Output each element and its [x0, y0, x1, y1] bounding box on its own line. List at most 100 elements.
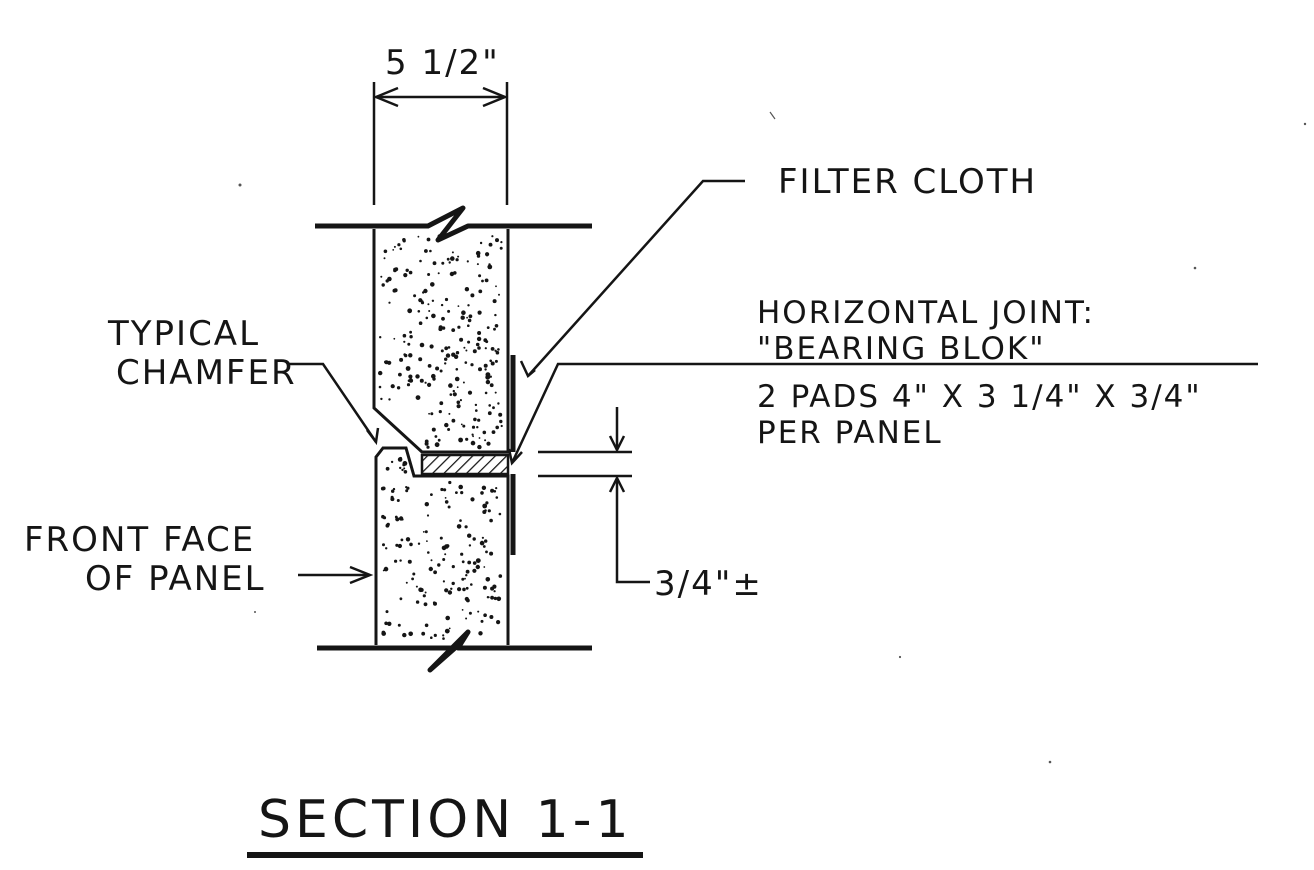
- aggregate-speck: [462, 424, 466, 428]
- aggregate-speck: [491, 235, 494, 238]
- aggregate-speck: [451, 251, 454, 254]
- aggregate-speck: [465, 574, 468, 577]
- aggregate-speck: [453, 354, 459, 359]
- aggregate-speck: [426, 514, 430, 517]
- aggregate-speck: [393, 245, 396, 248]
- aggregate-speck: [494, 391, 497, 394]
- aggregate-speck: [426, 540, 428, 542]
- aggregate-speck: [477, 418, 481, 422]
- aggregate-speck: [495, 425, 500, 430]
- aggregate-speck: [382, 569, 385, 572]
- aggregate-speck: [493, 596, 498, 601]
- aggregate-speck: [407, 559, 412, 564]
- aggregate-speck: [385, 610, 389, 614]
- aggregate-speck: [391, 489, 395, 493]
- aggregate-speck: [402, 333, 407, 338]
- aggregate-speck: [476, 426, 479, 429]
- aggregate-speck: [409, 330, 412, 334]
- aggregate-speck: [428, 412, 430, 415]
- horizontal-joint-leader: [507, 362, 1258, 466]
- aggregate-speck: [444, 357, 448, 361]
- aggregate-speck: [451, 565, 455, 569]
- aggregate-speck: [495, 285, 497, 288]
- aggregate-speck: [449, 393, 453, 396]
- aggregate-speck: [430, 282, 435, 287]
- aggregate-speck: [444, 497, 447, 499]
- aggregate-speck: [491, 430, 496, 434]
- aggregate-speck: [442, 637, 445, 640]
- aggregate-speck: [403, 470, 408, 474]
- aggregate-speck: [387, 621, 392, 626]
- aggregate-speck: [457, 255, 460, 258]
- aggregate-speck: [489, 551, 494, 556]
- aggregate-speck: [499, 419, 503, 424]
- aggregate-speck: [490, 361, 495, 366]
- aggregate-speck: [444, 346, 449, 351]
- aggregate-speck: [412, 572, 416, 576]
- aggregate-speck: [484, 391, 488, 395]
- aggregate-speck: [397, 243, 401, 247]
- aggregate-speck: [488, 242, 493, 247]
- aggregate-speck: [390, 460, 394, 464]
- aggregate-speck: [465, 349, 468, 352]
- aggregate-speck: [473, 417, 477, 422]
- aggregate-speck: [398, 372, 402, 377]
- aggregate-speck: [448, 480, 452, 485]
- aggregate-speck: [392, 487, 396, 491]
- aggregate-speck: [432, 377, 436, 381]
- aggregate-speck: [444, 628, 450, 634]
- aggregate-speck: [468, 544, 472, 547]
- aggregate-speck: [381, 631, 387, 636]
- aggregate-speck: [411, 577, 414, 581]
- aggregate-speck: [427, 364, 432, 368]
- aggregate-speck: [450, 256, 455, 261]
- aggregate-speck: [423, 602, 428, 607]
- aggregate-speck: [437, 272, 440, 275]
- aggregate-speck: [413, 294, 417, 298]
- aggregate-speck: [397, 457, 403, 462]
- aggregate-speck: [406, 486, 410, 490]
- aggregate-speck: [421, 631, 426, 636]
- aggregate-speck: [466, 260, 469, 263]
- filter-cloth-leader: [519, 179, 745, 379]
- aggregate-speck: [405, 489, 409, 493]
- aggregate-speck: [431, 299, 435, 302]
- aggregate-speck: [448, 383, 453, 388]
- aggregate-speck: [388, 398, 391, 401]
- aggregate-speck: [399, 559, 402, 562]
- aggregate-speck: [489, 383, 494, 388]
- aggregate-speck: [448, 412, 451, 415]
- aggregate-speck: [398, 516, 404, 521]
- aggregate-speck: [424, 591, 427, 594]
- aggregate-speck: [432, 261, 437, 266]
- aggregate-speck: [497, 402, 500, 405]
- aggregate-speck: [405, 537, 411, 542]
- aggregate-speck: [472, 568, 477, 573]
- front-face-label-line1: FRONT FACE: [24, 520, 256, 560]
- aggregate-speck: [422, 291, 425, 294]
- aggregate-speck: [459, 519, 462, 522]
- aggregate-speck: [447, 505, 451, 509]
- aggregate-speck: [396, 499, 400, 502]
- panel-thickness-dimension: 5 1/2": [385, 43, 500, 83]
- aggregate-speck: [447, 590, 453, 595]
- aggregate-speck: [464, 596, 469, 602]
- aggregate-speck: [428, 310, 431, 312]
- aggregate-speck: [444, 422, 449, 428]
- aggregate-speck: [444, 553, 447, 556]
- aggregate-speck: [457, 587, 462, 592]
- aggregate-speck: [470, 363, 474, 367]
- aggregate-speck: [480, 619, 484, 623]
- aggregate-speck: [418, 357, 423, 362]
- aggregate-speck: [477, 444, 482, 450]
- aggregate-speck: [471, 433, 474, 436]
- aggregate-speck: [427, 273, 431, 276]
- aggregate-speck: [467, 533, 472, 538]
- horizontal-joint-label-line2: "BEARING BLOK": [757, 331, 1046, 367]
- width-dimension: [372, 82, 509, 205]
- aggregate-speck: [424, 623, 429, 628]
- aggregate-speck: [399, 247, 403, 251]
- aggregate-speck: [431, 373, 436, 379]
- aggregate-speck: [478, 631, 483, 636]
- aggregate-speck: [431, 313, 436, 319]
